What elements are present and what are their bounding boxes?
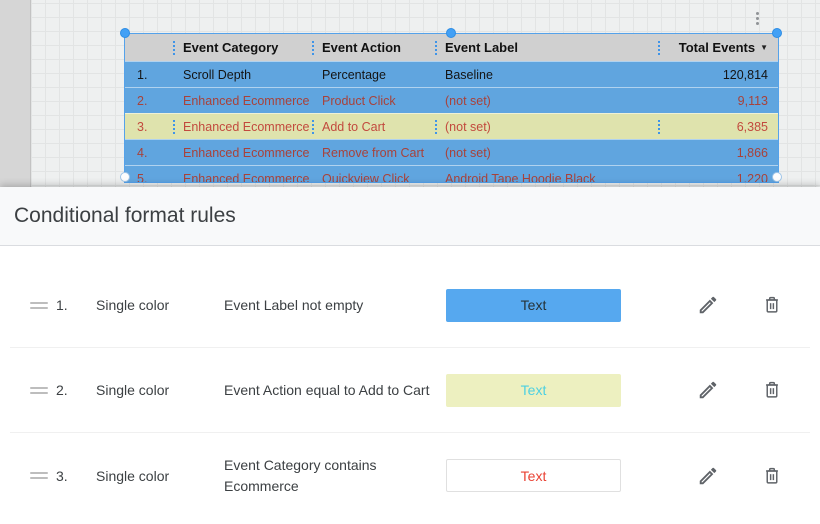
rules-list: 1. Single color Event Label not empty Te…: [0, 246, 820, 518]
panel-title: Conditional format rules: [14, 204, 236, 227]
drag-handle-icon[interactable]: [30, 472, 48, 479]
cell-category: Enhanced Ecommerce: [173, 119, 312, 134]
trash-icon: [766, 381, 778, 398]
sort-desc-icon[interactable]: ▼: [760, 43, 768, 52]
rule-index: 1.: [56, 297, 68, 313]
table-header-action[interactable]: Event Action: [312, 40, 435, 55]
row-index: 1.: [137, 67, 148, 82]
table-header-total-label: Total Events: [678, 40, 756, 55]
rule-condition: Event Category contains Ecommerce: [224, 457, 377, 494]
edit-rule-button[interactable]: [695, 292, 721, 318]
delete-rule-button[interactable]: [759, 292, 785, 318]
cell-action: Percentage: [322, 67, 386, 82]
rule-index: 2.: [56, 382, 68, 398]
pencil-icon: [699, 296, 717, 314]
report-canvas: Event Category Event Action Event Label …: [0, 0, 820, 187]
conditional-format-panel: Conditional format rules 1. Single color…: [0, 187, 820, 524]
cell-action: Add to Cart: [312, 119, 435, 134]
rule-row: 3. Single color Event Category contains …: [10, 433, 810, 518]
table-header-total[interactable]: Total Events ▼: [658, 40, 778, 55]
cell-action: Product Click: [322, 93, 396, 108]
table-row: 3. Enhanced Ecommerce Add to Cart (not s…: [125, 113, 778, 139]
rule-row: 2. Single color Event Action equal to Ad…: [10, 348, 810, 433]
cell-label: (not set): [445, 93, 491, 108]
resize-handle-bottom-left[interactable]: [120, 172, 130, 182]
table-row: 2. Enhanced Ecommerce Product Click (not…: [125, 87, 778, 113]
edit-rule-button[interactable]: [695, 377, 721, 403]
resize-handle-bottom-right[interactable]: [772, 172, 782, 182]
rule-type: Single color: [96, 382, 170, 398]
row-index: 3.: [137, 119, 148, 134]
rule-condition: Event Label not empty: [224, 296, 364, 313]
delete-rule-button[interactable]: [759, 377, 785, 403]
resize-handle-top-left[interactable]: [120, 28, 130, 38]
row-index: 5.: [137, 171, 148, 183]
format-preview-swatch[interactable]: Text: [446, 373, 621, 407]
canvas-left-gutter: [0, 0, 31, 187]
cell-category: Scroll Depth: [183, 67, 252, 82]
table-row: 4. Enhanced Ecommerce Remove from Cart (…: [125, 139, 778, 165]
rule-condition: Event Action equal to Add to Cart: [224, 381, 430, 398]
table-row: 5. Enhanced Ecommerce Quickview Click An…: [125, 165, 778, 182]
table-row: 1. Scroll Depth Percentage Baseline 120,…: [125, 61, 778, 87]
cell-total: 1,866: [736, 145, 768, 160]
more-options-icon[interactable]: [750, 7, 764, 29]
resize-handle-top-right[interactable]: [772, 28, 782, 38]
format-preview-swatch[interactable]: Text: [446, 288, 621, 322]
rule-type: Single color: [96, 297, 170, 313]
trash-icon: [766, 467, 778, 484]
cell-action: Quickview Click: [322, 171, 410, 183]
drag-handle-icon[interactable]: [30, 386, 48, 394]
table-header-row: Event Category Event Action Event Label …: [125, 34, 778, 61]
panel-header: Conditional format rules: [0, 187, 820, 246]
cell-category: Enhanced Ecommerce: [183, 171, 310, 183]
rule-type: Single color: [96, 467, 170, 484]
cell-label: Android Tape Hoodie Black: [445, 171, 596, 183]
rule-index: 3.: [56, 467, 68, 484]
row-index: 4.: [137, 145, 148, 160]
cell-label: Baseline: [445, 67, 493, 82]
pencil-icon: [699, 467, 717, 484]
cell-total: 1,220: [736, 171, 768, 183]
table-header-category[interactable]: Event Category: [173, 40, 312, 55]
cell-total: 6,385: [658, 119, 778, 134]
cell-label: (not set): [445, 145, 491, 160]
cell-total: 120,814: [722, 67, 768, 82]
trash-icon: [766, 296, 778, 313]
cell-total: 9,113: [737, 93, 768, 108]
events-table[interactable]: Event Category Event Action Event Label …: [124, 33, 779, 183]
format-preview-swatch[interactable]: Text: [446, 459, 621, 492]
resize-handle-top-center[interactable]: [446, 28, 456, 38]
rule-row: 1. Single color Event Label not empty Te…: [10, 263, 810, 348]
cell-category: Enhanced Ecommerce: [183, 145, 310, 160]
delete-rule-button[interactable]: [759, 463, 785, 489]
cell-label: (not set): [435, 119, 658, 134]
row-index: 2.: [137, 93, 148, 108]
edit-rule-button[interactable]: [695, 463, 721, 489]
table-header-label[interactable]: Event Label: [435, 40, 658, 55]
drag-handle-icon[interactable]: [30, 301, 48, 309]
cell-action: Remove from Cart: [322, 145, 425, 160]
pencil-icon: [699, 381, 717, 399]
cell-category: Enhanced Ecommerce: [183, 93, 310, 108]
